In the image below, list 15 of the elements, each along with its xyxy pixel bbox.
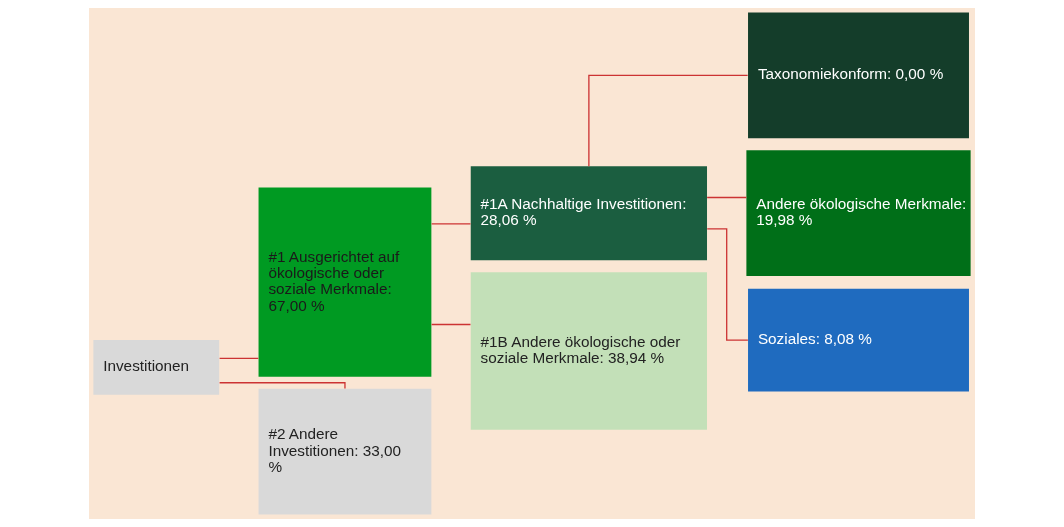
connector <box>218 357 259 360</box>
node-box: #1A Nachhaltige Investitionen: 28,06 % <box>470 166 707 261</box>
connector <box>588 74 749 167</box>
node-box: #1B Andere ökologische oder soziale Merkmale: 38,94 % <box>470 272 707 430</box>
node-box: Investitionen <box>93 340 220 395</box>
connector <box>431 223 472 225</box>
node-box: Soziales: 8,08 % <box>748 288 969 392</box>
connector <box>706 228 749 341</box>
node-box: Taxonomiekonform: 0,00 % <box>748 12 969 139</box>
node-box: Andere ökologische Merkmale: 19,98 % <box>746 150 971 277</box>
node-box: #1 Ausgerichtet auf ökologische oder soziale Merkmale: 67,00 % <box>258 187 432 377</box>
connector <box>706 196 747 199</box>
node-box: #2 Andere Investitionen: 33,00 % <box>258 388 432 515</box>
connector <box>431 323 472 326</box>
connector <box>218 382 346 390</box>
